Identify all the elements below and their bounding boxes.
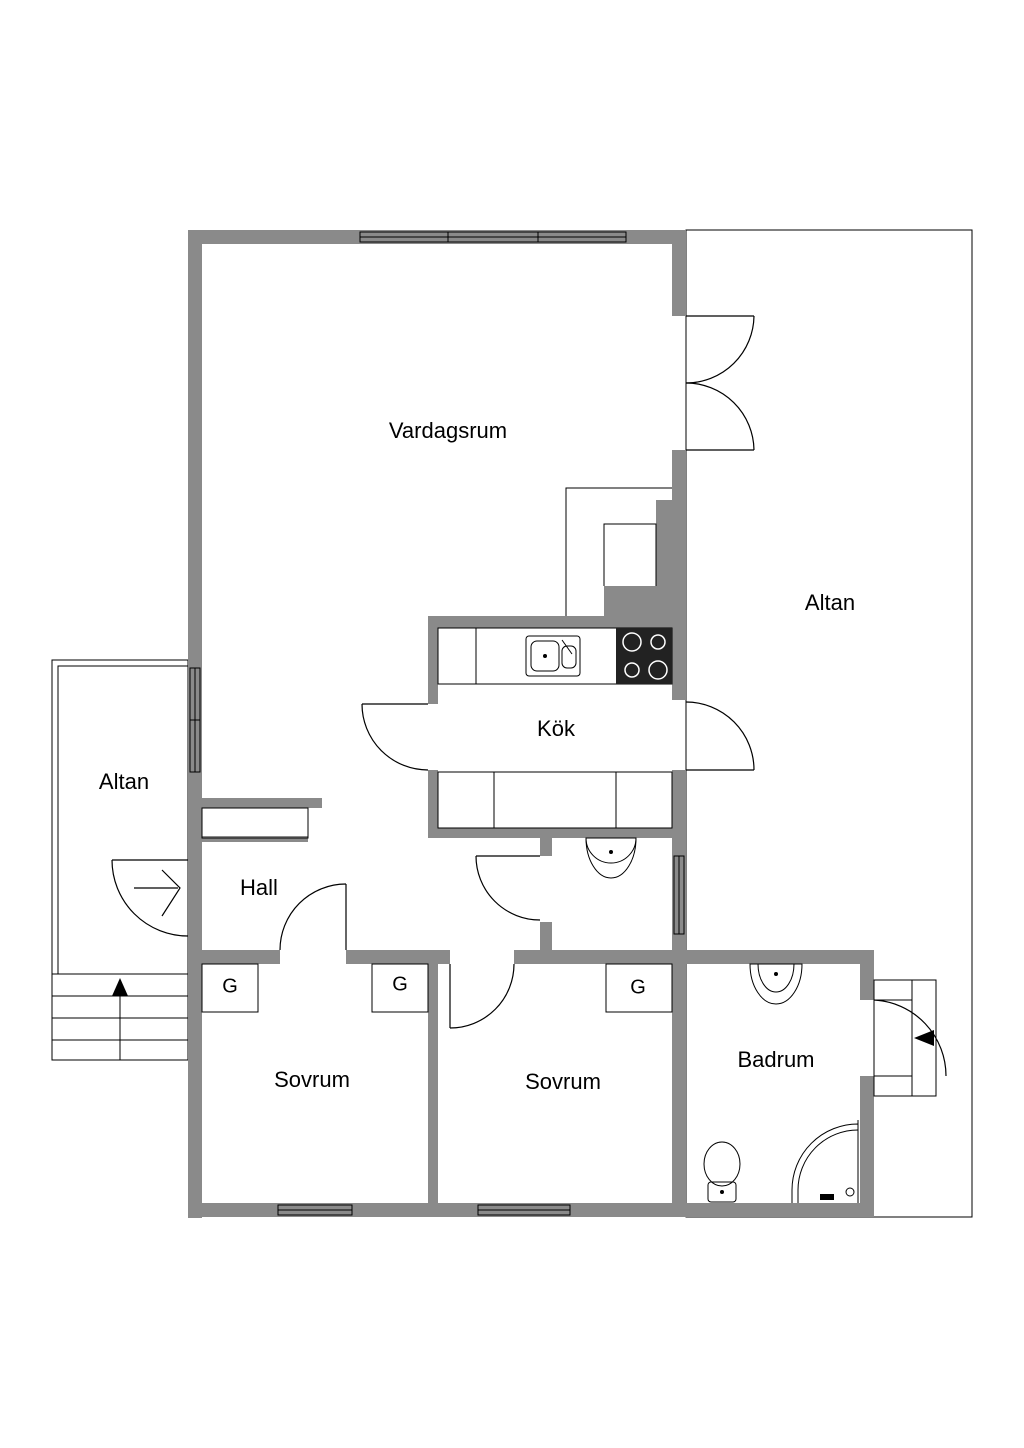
washbasin-icon [585,837,637,879]
hall-shelf [201,807,309,839]
label-altan-right: Altan [805,590,855,615]
shower-icon [791,1120,859,1203]
sink-icon [525,635,581,677]
label-badrum: Badrum [737,1047,814,1072]
toilet-icon [703,1141,741,1203]
label-hall: Hall [240,875,278,900]
stair-outline [565,487,672,616]
stove-icon [616,628,672,684]
entrance-arrow-icon [134,869,181,917]
closet-mark-1: G [222,975,238,997]
washbasin-icon [749,963,803,1005]
label-altan-left: Altan [99,769,149,794]
closet-mark-2: G [392,973,408,995]
walls [188,230,874,1218]
stairs [52,973,188,1060]
bathroom-fixtures [703,963,859,1203]
door-arrow-icon [914,1030,934,1046]
closets [201,963,673,1013]
windows [189,231,685,1216]
kitchen-fittings [437,627,673,829]
label-vardagsrum: Vardagsrum [389,418,507,443]
label-sovrum-2: Sovrum [525,1069,601,1094]
label-kok: Kök [537,716,576,741]
closet-mark-3: G [630,976,646,998]
stair-arrow-icon [112,978,128,996]
room-labels: Vardagsrum Altan Altan Kök Hall Sovrum S… [99,418,855,1094]
label-sovrum-1: Sovrum [274,1067,350,1092]
doors [111,315,947,1097]
altan-right-area [685,229,973,1218]
closet-labels: G G G [222,973,646,998]
